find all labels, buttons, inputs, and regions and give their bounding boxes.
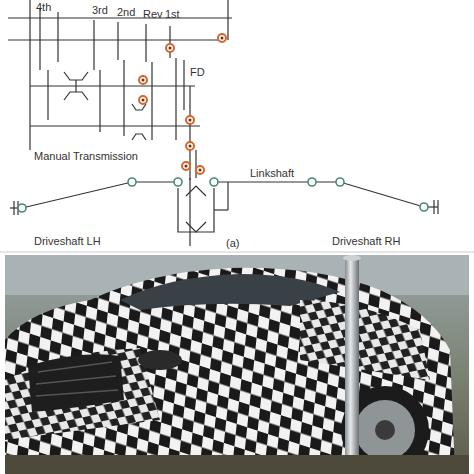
part-label: 3rd [92,4,108,16]
part-label: 1st [165,8,180,20]
part-label: Rev [143,8,163,20]
joint-symbols [18,178,428,212]
gearbox-schematic [8,0,438,246]
part-label: (a) [226,237,239,249]
bearing-symbols [139,34,226,174]
part-label: Manual Transmission [34,150,138,162]
car-photo [5,255,469,474]
separator [0,252,474,253]
part-label: Driveshaft RH [332,235,400,247]
part-label: 4th [36,1,51,13]
part-label: Driveshaft LH [34,235,101,247]
bearing-centres [142,37,224,172]
part-label: FD [190,66,205,78]
part-label: 2nd [117,6,135,18]
part-label: Linkshaft [250,167,294,179]
